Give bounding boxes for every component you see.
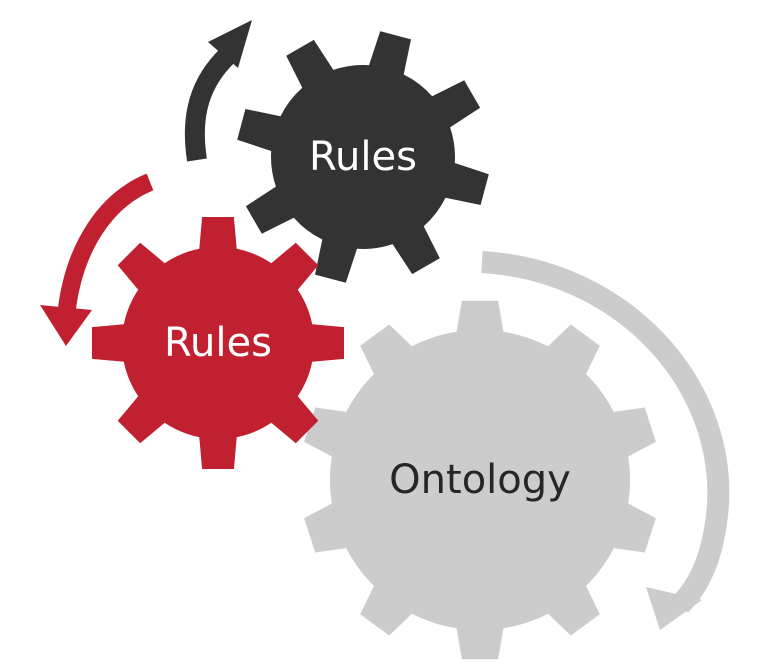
curved-arrow-red [40, 173, 154, 346]
gear-shape [304, 300, 656, 660]
gear-shape [237, 31, 489, 283]
gear-light: Ontology [304, 300, 656, 660]
gear-shape [92, 217, 344, 469]
curved-arrow-dark [184, 20, 252, 162]
arrow-head [646, 587, 702, 630]
arrow-head [40, 305, 92, 346]
arrow-head [208, 20, 252, 68]
curved-arrow-light [481, 251, 730, 630]
gear-red: Rules [92, 217, 344, 469]
arrow-shaft [58, 173, 154, 310]
gear-label: Ontology [389, 457, 571, 503]
arrow-shaft [184, 47, 236, 162]
gear-dark: Rules [237, 31, 489, 283]
gear-label: Rules [164, 320, 272, 366]
gear-label: Rules [309, 134, 417, 180]
arrow-shaft [481, 251, 730, 613]
